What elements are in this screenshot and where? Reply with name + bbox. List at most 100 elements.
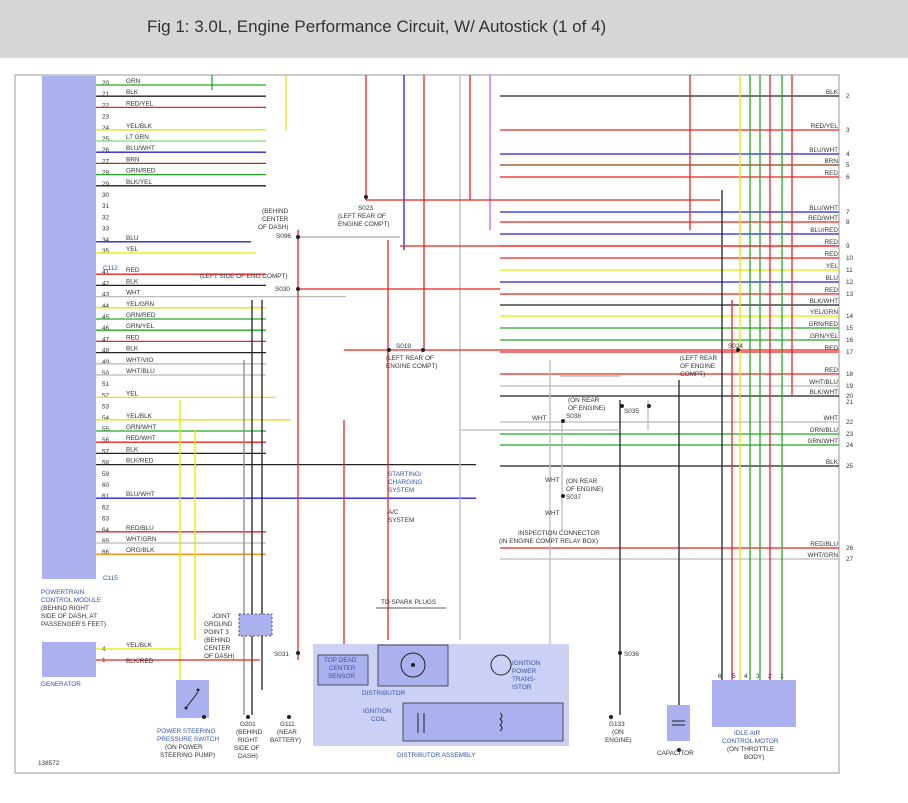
right-wire-color: WHT/GRN <box>807 552 838 559</box>
figure-title: Fig 1: 3.0L, Engine Performance Circuit,… <box>147 17 607 36</box>
pcm-pin-number: 50 <box>102 370 110 377</box>
right-wire-color: BLU/RED <box>810 227 838 234</box>
right-edge-refs: BLK2RED/YEL3BLU/WHT4BRN5RED6BLU/WHT7RED/… <box>807 89 853 563</box>
pcm-pin-wire-color: GRN/YEL <box>126 323 155 330</box>
pcm-pin-wire-color: YEL/GRN <box>126 301 154 308</box>
right-wire-ref: 21 <box>846 399 854 406</box>
right-wire-ref: 15 <box>846 325 854 332</box>
svg-text:(LEFT REAR: (LEFT REAR <box>680 355 718 362</box>
ignition-coil-label: IGNITION COIL <box>363 708 392 723</box>
pcm-pin-number: 31 <box>102 203 110 210</box>
pcm-pin-number: 63 <box>102 516 110 523</box>
svg-text:WHT: WHT <box>532 415 547 422</box>
svg-text:G111: G111 <box>280 721 295 728</box>
splice-s037: (ON REAR OF ENGINE) S037 WHT WHT <box>545 477 603 517</box>
pcm-pin-wire-color: WHT <box>126 290 141 297</box>
right-wire-ref: 27 <box>846 556 854 563</box>
distributor-label: DISTRIBUTOR <box>362 690 406 697</box>
pcm-pin-wire-color: RED/BLU <box>126 525 154 532</box>
pcm-pin-number: 20 <box>102 80 110 87</box>
pcm-pin-number: 55 <box>102 426 110 433</box>
right-wire-ref: 22 <box>846 419 854 426</box>
pcm-pin-wire-color: YEL <box>126 390 139 397</box>
right-wire-ref: 6 <box>846 174 850 181</box>
pcm-pin-number: 47 <box>102 336 110 343</box>
pcm-pin-number: 56 <box>102 437 110 444</box>
svg-text:S036: S036 <box>624 651 639 658</box>
svg-text:(BEHIND: (BEHIND <box>204 637 231 644</box>
pcm-pin-number: 53 <box>102 404 110 411</box>
ground-g201: G201 (BEHIND RIGHT SIDE OF DASH) <box>234 715 263 760</box>
svg-text:ISTOR: ISTOR <box>512 684 532 691</box>
svg-text:POWERTRAIN: POWERTRAIN <box>41 589 85 596</box>
pcm-pin-number: 41 <box>102 269 110 276</box>
pcm-pin-number: 49 <box>102 359 110 366</box>
svg-text:OF DASH): OF DASH) <box>258 224 289 231</box>
right-wire-color: BLU/WHT <box>809 147 838 154</box>
svg-text:CONTROL MOTOR: CONTROL MOTOR <box>722 738 779 745</box>
svg-text:SYSTEM: SYSTEM <box>388 487 414 494</box>
tdc-sensor-label: TOP DEAD CENTER SENSOR <box>324 657 357 680</box>
svg-text:TOP DEAD: TOP DEAD <box>324 657 357 664</box>
right-wire-color: BLK/WHT <box>810 389 839 396</box>
svg-text:(IN ENGINE COMPT RELAY BOX): (IN ENGINE COMPT RELAY BOX) <box>499 538 598 545</box>
pcm-pin-wire-color: GRN/RED <box>126 168 156 175</box>
pcm-pin-wire-color: ORG/BLK <box>126 547 155 554</box>
svg-text:ENGINE): ENGINE) <box>605 737 632 744</box>
right-wire-ref: 9 <box>846 243 850 250</box>
title-bar: Fig 1: 3.0L, Engine Performance Circuit,… <box>0 0 908 58</box>
svg-text:(LEFT REAR OF: (LEFT REAR OF <box>338 213 386 220</box>
svg-text:G133: G133 <box>609 721 625 728</box>
right-wire-ref: 11 <box>846 267 853 274</box>
pcm-pin-number: 23 <box>102 114 110 121</box>
right-wire-color: WHT <box>823 415 838 422</box>
pcm-pin-number: 60 <box>102 482 110 489</box>
svg-text:COMPT): COMPT) <box>680 371 705 378</box>
svg-text:ENGINE COMPT): ENGINE COMPT) <box>338 221 389 228</box>
connector-c112: C112 <box>103 265 118 272</box>
svg-text:BODY): BODY) <box>744 754 764 761</box>
right-wire-ref: 8 <box>846 219 850 226</box>
pcm-pin-number: 62 <box>102 504 110 511</box>
pcm-pin-number: 59 <box>102 471 110 478</box>
right-wire-color: GRN/RED <box>809 321 839 328</box>
svg-text:IDLE AIR: IDLE AIR <box>734 730 761 737</box>
right-wire-ref: 20 <box>846 393 854 400</box>
svg-text:CHARGING: CHARGING <box>388 479 422 486</box>
splice-s030: (LEFT SIDE OF ENG COMPT) S030 <box>200 273 300 293</box>
pcm-pin-number: 33 <box>102 226 110 233</box>
svg-text:6: 6 <box>718 673 722 680</box>
svg-text:STARTING/: STARTING/ <box>388 471 422 478</box>
svg-text:(LEFT SIDE OF ENG COMPT): (LEFT SIDE OF ENG COMPT) <box>200 273 288 280</box>
pcm-pin-wire-color: BLK/YEL <box>126 179 152 186</box>
right-wire-ref: 13 <box>846 291 854 298</box>
svg-text:PRESSURE SWITCH: PRESSURE SWITCH <box>157 736 220 743</box>
svg-text:OF ENGINE): OF ENGINE) <box>568 405 605 412</box>
distributor-assembly-label: DISTRIBUTOR ASSEMBLY <box>397 752 476 759</box>
svg-text:POWER STEERING: POWER STEERING <box>157 728 216 735</box>
figure-number: 138572 <box>38 760 60 767</box>
iac-pin-numbers: 6 5 4 3 2 1 <box>718 673 784 680</box>
splice-s023: S023 (LEFT REAR OF ENGINE COMPT) <box>338 195 389 228</box>
idle-air-control-motor <box>712 680 796 727</box>
svg-text:S023: S023 <box>358 205 373 212</box>
pcm-pin-number: 46 <box>102 325 110 332</box>
pcm-pin-number: 21 <box>102 91 110 98</box>
right-wire-ref: 19 <box>846 383 854 390</box>
pcm-pin-number: 52 <box>102 392 110 399</box>
generator-label: GENERATOR <box>41 681 81 688</box>
svg-text:OF ENGINE: OF ENGINE <box>680 363 715 370</box>
pcm-pin-number: 54 <box>102 415 110 422</box>
svg-text:S019: S019 <box>396 343 411 350</box>
splice-s035: S035 <box>620 404 651 415</box>
svg-text:S030: S030 <box>275 286 290 293</box>
pcm-pin-number: 66 <box>102 549 110 556</box>
svg-text:(ON POWER: (ON POWER <box>165 744 203 751</box>
svg-text:CONTROL MODULE: CONTROL MODULE <box>41 597 101 604</box>
right-wire-color: RED <box>825 345 839 352</box>
svg-text:STEERING PUMP): STEERING PUMP) <box>160 752 215 759</box>
tdc-sensor <box>317 654 369 686</box>
pcm-pin-wire-color: RED/YEL <box>126 100 154 107</box>
svg-text:SIDE OF: SIDE OF <box>234 745 260 752</box>
